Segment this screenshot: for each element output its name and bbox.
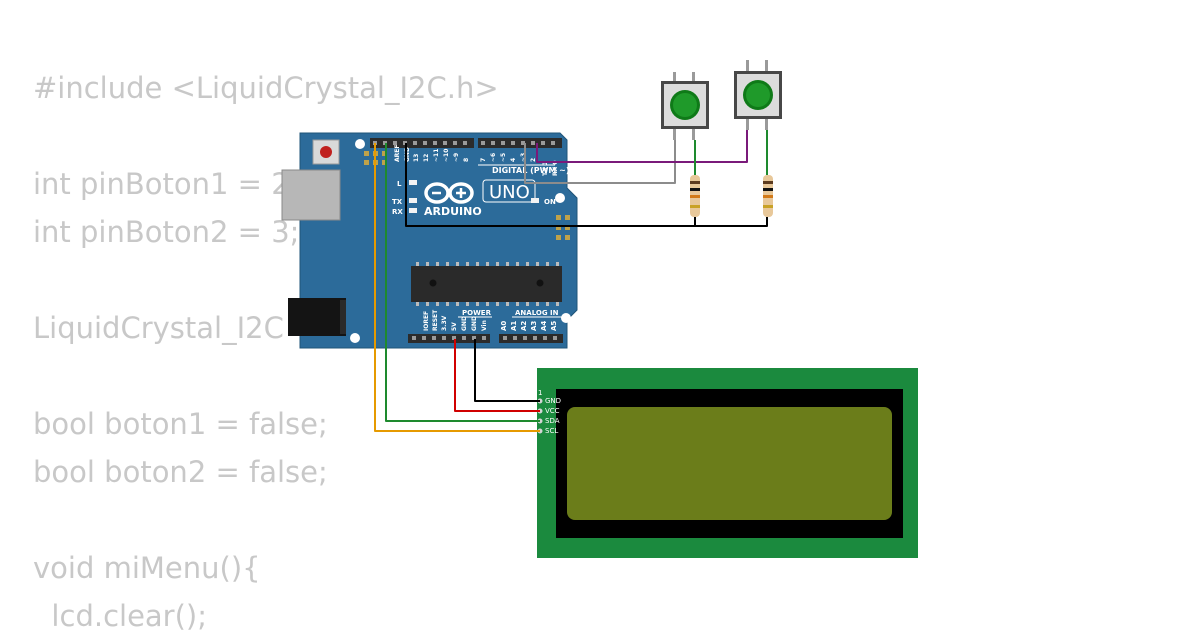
power-pin-vin: Vin	[481, 320, 488, 331]
code-line: int pinBoton2 = 3;	[33, 215, 300, 249]
analog-pin-a2: A2	[520, 321, 528, 331]
lcd-pin-vcc: VCC	[545, 407, 560, 415]
lcd-screen	[567, 407, 892, 520]
resistor-1	[690, 175, 700, 217]
pushbutton-1[interactable]	[661, 72, 709, 140]
analog-pin-a0: A0	[500, 321, 508, 331]
digital-pin-12: 12	[423, 154, 430, 162]
power-label: POWER	[462, 309, 492, 317]
atmega-chip	[411, 262, 562, 306]
digital-header-right	[478, 138, 562, 148]
lcd-pin-scl: SCL	[545, 427, 558, 435]
digital-pin-7: 7	[480, 158, 487, 162]
code-line: void miMenu(){	[33, 551, 261, 585]
digital-pin-3: ~3	[520, 153, 527, 162]
digital-pin-9: ~9	[453, 153, 460, 162]
lcd-pin1-marker: 1	[538, 389, 542, 397]
arduino-logo	[424, 182, 474, 204]
code-line: bool boton1 = false;	[33, 407, 328, 441]
digital-pwm-label: DIGITAL (PWM ~)	[492, 166, 570, 175]
digital-header-left	[370, 138, 474, 148]
arduino-brand: ARDUINO	[424, 205, 482, 218]
power-pin-reset: RESET	[432, 309, 439, 331]
aref-label: AREF	[394, 145, 401, 162]
analog-in-label: ANALOG IN	[515, 309, 559, 317]
digital-pin-4: 4	[510, 158, 517, 162]
power-header	[408, 334, 490, 343]
digital-pin-rx0: RX 0	[552, 160, 559, 176]
digital-pin-10: ~10	[443, 149, 450, 162]
analog-header	[499, 334, 563, 343]
digital-pin-8: 8	[463, 158, 470, 162]
wire-vcc[interactable]	[454, 339, 540, 412]
code-line: LiquidCrystal_I2C	[33, 311, 284, 345]
reset-button[interactable]	[312, 139, 340, 165]
digital-pin-5: ~5	[500, 153, 507, 162]
digital-pin-13: 13	[413, 154, 420, 162]
code-line: #include <LiquidCrystal_I2C.h>	[33, 71, 499, 105]
code-line: bool boton2 = false;	[33, 455, 328, 489]
code-line: lcd.clear();	[33, 599, 207, 633]
uno-label: UNO	[489, 182, 530, 203]
power-pin-gnd-1: GND	[461, 316, 468, 331]
analog-pin-a4: A4	[540, 321, 548, 331]
led-on-label: ON	[544, 198, 556, 206]
wire-lcd-gnd[interactable]	[474, 339, 540, 402]
digital-pin-6: ~6	[490, 153, 497, 162]
power-pin-3v3: 3.3V	[441, 315, 448, 331]
lcd-pin-gnd: GND	[545, 397, 561, 405]
power-pin-ioref: IOREF	[423, 311, 430, 331]
wire-sda[interactable]	[385, 143, 540, 422]
power-jack	[288, 298, 346, 336]
lcd-1602-i2c[interactable]: 1 GND VCC SDA SCL	[537, 368, 918, 558]
uno-label-box	[482, 179, 536, 203]
wire-scl[interactable]	[374, 143, 540, 432]
pushbutton-2[interactable]	[734, 60, 782, 130]
wire-gnd-buttons[interactable]	[405, 143, 768, 227]
resistor-2	[763, 175, 773, 217]
analog-pin-a5: A5	[550, 321, 558, 331]
led-tx-label: TX	[392, 198, 403, 206]
lcd-pin-sda: SDA	[545, 417, 560, 425]
digital-pin-2: 2	[530, 158, 537, 162]
usb-port	[281, 169, 341, 221]
digital-pin-11: ~11	[433, 149, 440, 162]
code-listing: #include <LiquidCrystal_I2C.h> int pinBo…	[33, 64, 499, 640]
wire-pin2[interactable]	[536, 130, 748, 163]
digital-pin-tx1: TX 1	[542, 161, 549, 176]
led-rx-label: RX	[392, 208, 403, 216]
analog-pin-a3: A3	[530, 321, 538, 331]
power-pin-gnd-2: GND	[471, 316, 478, 331]
gnd-top-label: GND	[404, 147, 411, 162]
led-l-label: L	[397, 180, 402, 188]
arduino-uno-board[interactable]: AREF GND 13 12 ~11 ~10 ~9 8 7 ~6 ~5 4 ~3…	[281, 132, 578, 349]
power-pin-5v: 5V	[451, 322, 458, 331]
analog-pin-a1: A1	[510, 321, 518, 331]
